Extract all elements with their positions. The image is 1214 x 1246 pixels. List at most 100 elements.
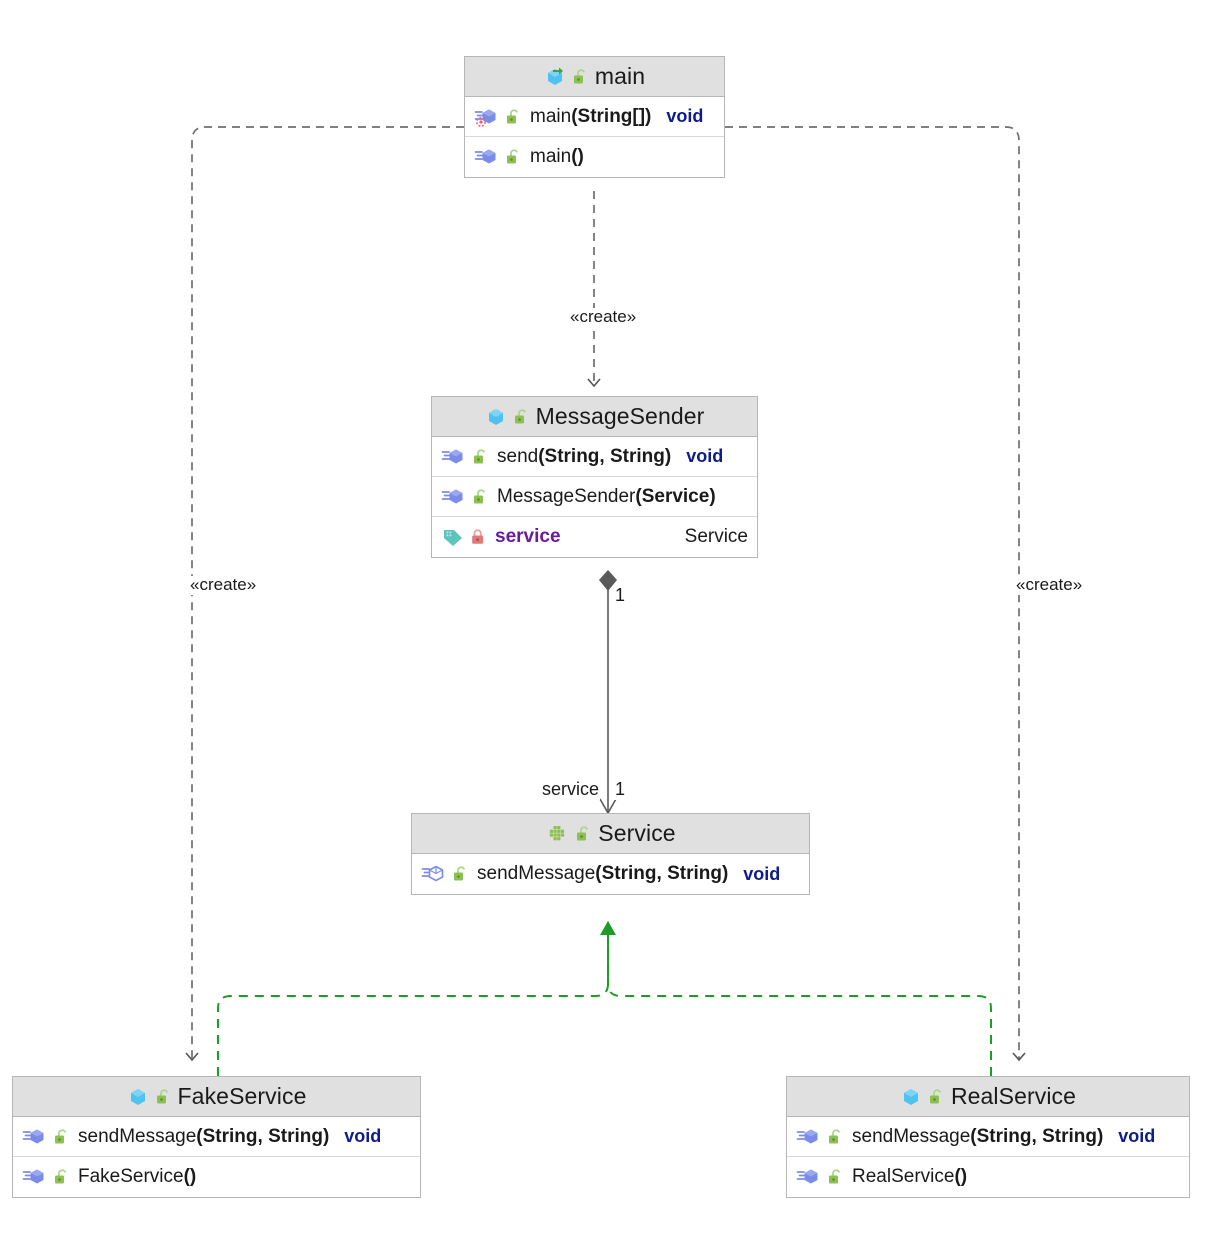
member-return-type: void xyxy=(666,106,704,126)
member-name: send xyxy=(497,445,539,467)
edge-create-real-service xyxy=(725,126,1026,1062)
member-name: FakeService xyxy=(78,1166,184,1187)
class-name-fake-service: FakeService xyxy=(177,1083,307,1109)
method-icon xyxy=(796,1166,822,1188)
class-header-message-sender: MessageSender xyxy=(432,397,757,437)
unlock-icon xyxy=(472,488,489,506)
member-row[interactable]: sendMessage(String, String) void xyxy=(13,1117,420,1157)
edge-label-create-real-service: «create» xyxy=(1014,575,1085,595)
member-params: () xyxy=(571,146,584,167)
member-params: (String, String) xyxy=(538,445,672,467)
member-params: (String, String) xyxy=(970,1125,1104,1147)
member-return-type: void xyxy=(686,446,724,466)
member-name: main xyxy=(530,146,572,167)
member-name: main xyxy=(530,105,572,127)
edge-aggregation-service xyxy=(599,570,617,815)
class-box-service[interactable]: Service xyxy=(411,813,810,895)
member-params: () xyxy=(183,1166,197,1187)
class-icon xyxy=(485,406,507,428)
field-name: service xyxy=(495,526,561,547)
edge-label-create-message-sender: «create» xyxy=(568,307,639,327)
member-signature: RealService() xyxy=(852,1166,967,1188)
member-row[interactable]: FakeService() xyxy=(13,1157,420,1197)
edge-label-create-fake-service: «create» xyxy=(188,575,259,595)
class-name-main: main xyxy=(594,63,646,89)
method-icon xyxy=(22,1166,48,1188)
member-params: () xyxy=(954,1166,968,1187)
method-static-icon xyxy=(474,106,500,128)
member-signature: send(String, String) xyxy=(497,446,671,468)
member-params: (Service) xyxy=(635,485,716,507)
member-name: sendMessage xyxy=(477,863,596,884)
member-signature: sendMessage(String, String) xyxy=(477,863,728,885)
unlock-icon xyxy=(827,1128,844,1146)
member-params: (String, String) xyxy=(595,863,729,884)
field-row[interactable]: service Service xyxy=(432,517,757,557)
unlock-icon xyxy=(928,1088,945,1106)
member-signature: main() xyxy=(530,146,584,168)
unlock-icon xyxy=(505,148,522,166)
member-params: (String, String) xyxy=(196,1125,330,1147)
unlock-icon xyxy=(513,408,530,426)
class-name-real-service: RealService xyxy=(950,1083,1077,1109)
member-name: RealService xyxy=(852,1166,955,1187)
member-row[interactable]: RealService() xyxy=(787,1157,1189,1197)
unlock-icon xyxy=(53,1168,70,1186)
class-box-fake-service[interactable]: FakeService xyxy=(12,1076,421,1198)
unlock-icon xyxy=(827,1168,844,1186)
member-row[interactable]: sendMessage(String, String) void xyxy=(412,854,809,894)
class-box-main[interactable]: main xyxy=(464,56,725,178)
class-header-service: Service xyxy=(412,814,809,854)
member-signature: sendMessage(String, String) xyxy=(78,1126,329,1148)
member-params: (String[]) xyxy=(571,105,652,127)
class-icon xyxy=(900,1086,922,1108)
unlock-icon xyxy=(575,825,592,843)
member-row[interactable]: sendMessage(String, String) void xyxy=(787,1117,1189,1157)
method-icon xyxy=(796,1126,822,1148)
member-name: MessageSender xyxy=(497,485,636,507)
class-header-main: main xyxy=(465,57,724,97)
field-type: Service xyxy=(684,526,748,547)
lock-icon xyxy=(470,528,487,546)
unlock-icon xyxy=(472,448,489,466)
aggregation-target-multiplicity: 1 xyxy=(614,779,627,800)
edge-realization-real-service xyxy=(607,922,992,1076)
aggregation-source-multiplicity: 1 xyxy=(614,585,627,606)
member-row[interactable]: MessageSender(Service) xyxy=(432,477,757,517)
unlock-icon xyxy=(505,108,522,126)
method-icon xyxy=(441,486,467,508)
member-signature: MessageSender(Service) xyxy=(497,486,716,508)
member-row[interactable]: send(String, String) void xyxy=(432,437,757,477)
class-box-real-service[interactable]: RealService xyxy=(786,1076,1190,1198)
class-name-message-sender: MessageSender xyxy=(535,403,705,429)
member-row[interactable]: main() xyxy=(465,137,724,177)
member-row[interactable]: main(String[]) void xyxy=(465,97,724,137)
method-icon xyxy=(474,146,500,168)
class-header-fake-service: FakeService xyxy=(13,1077,420,1117)
interface-icon xyxy=(545,823,569,845)
method-icon xyxy=(22,1126,48,1148)
class-name-service: Service xyxy=(598,820,676,846)
class-icon-runnable xyxy=(544,66,566,88)
class-box-message-sender[interactable]: MessageSender xyxy=(431,396,758,558)
method-icon xyxy=(441,446,467,468)
unlock-icon xyxy=(155,1088,172,1106)
member-name: sendMessage xyxy=(852,1125,971,1147)
class-header-real-service: RealService xyxy=(787,1077,1189,1117)
edge-realization-fake-service xyxy=(217,921,616,1076)
field-icon xyxy=(441,526,465,548)
member-return-type: void xyxy=(743,863,781,884)
unlock-icon xyxy=(53,1128,70,1146)
unlock-icon xyxy=(452,865,469,883)
member-signature: FakeService() xyxy=(78,1166,196,1188)
member-signature: sendMessage(String, String) xyxy=(852,1126,1103,1148)
member-name: sendMessage xyxy=(78,1125,197,1147)
member-return-type: void xyxy=(1118,1126,1156,1146)
aggregation-target-role: service xyxy=(541,779,601,800)
class-icon xyxy=(127,1086,149,1108)
member-signature: main(String[]) xyxy=(530,106,651,128)
member-return-type: void xyxy=(344,1126,382,1146)
method-interface-icon xyxy=(421,863,447,885)
